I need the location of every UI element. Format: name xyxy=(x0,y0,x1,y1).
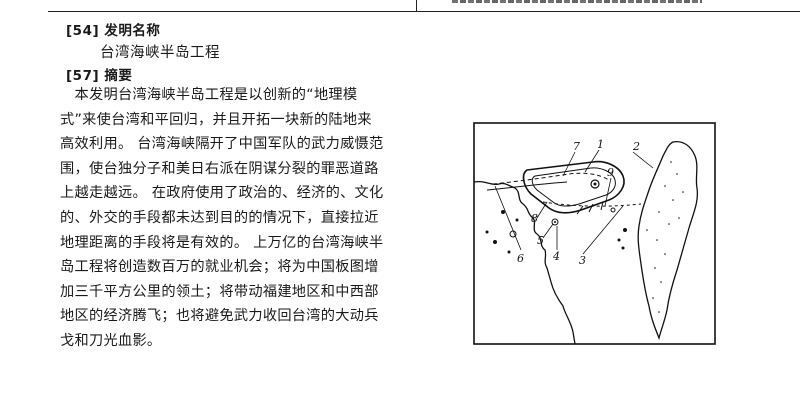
embankment-line xyxy=(492,172,610,185)
title-section-label: [54] 发明名称 xyxy=(66,19,160,39)
taiwan-island xyxy=(637,140,699,341)
abstract-line: 戈和刀光血影。 xyxy=(60,332,162,349)
taiwan-stipple xyxy=(646,161,684,313)
abstract-line: 地区的经济腾飞；也将避免武力收回台湾的大动兵 xyxy=(60,308,379,325)
node-mark xyxy=(551,218,559,226)
channel-line xyxy=(542,201,642,207)
island-mark xyxy=(617,238,621,242)
leader-line xyxy=(494,185,522,251)
island-mark xyxy=(501,210,505,214)
node-mark xyxy=(554,221,556,223)
strait-peninsula-figure: 7 1 2 9 8 4 5 6 3 xyxy=(473,122,716,345)
abstract-line: 上越走越远。 在政府使用了政治的、经济的、文化 xyxy=(60,185,384,202)
island-mark xyxy=(623,228,627,232)
abstract-line: 高效利用。 台湾海峡隔开了中国军队的武力威慑范 xyxy=(60,136,384,153)
abstract-line: 地理距离的手段将是有效的。 上万亿的台湾海峡半 xyxy=(60,234,384,251)
abstract-label-code: [57] xyxy=(66,68,100,84)
mainland-coastline xyxy=(473,180,576,345)
figure-label: 4 xyxy=(552,250,560,263)
leader-line xyxy=(582,205,624,255)
abstract-line: 本发明台湾海峡半岛工程是以创新的“地理模 xyxy=(60,87,358,103)
node-mark xyxy=(610,207,616,213)
leader-line xyxy=(584,149,600,173)
leader-line xyxy=(632,151,654,169)
figure-label: 3 xyxy=(579,254,586,267)
abstract-line: 围，使台独分子和美日右派在阴谋分裂的罪恶道路 xyxy=(60,160,379,177)
figure-label: 9 xyxy=(607,166,614,179)
abstract-line: 岛工程将创造数百万的就业机会；将为中国板图增 xyxy=(60,259,379,276)
island-mark xyxy=(493,240,497,244)
pier-lines xyxy=(576,201,604,215)
title-label-code: [54] xyxy=(66,23,100,39)
abstract-line: 加三千平方公里的领土；将带动福建地区和中西部 xyxy=(60,283,379,300)
figure-label: 2 xyxy=(632,140,640,153)
abstract-line: 的、外交的手段都未达到目的的情况下，直接拉近 xyxy=(60,209,379,226)
hub-mark xyxy=(590,179,600,189)
figure-label: 8 xyxy=(531,212,538,225)
figure-label: 1 xyxy=(597,138,604,151)
leader-line xyxy=(604,177,612,207)
column-divider xyxy=(416,0,417,12)
map-drawing: 7 1 2 9 8 4 5 6 3 xyxy=(473,122,716,345)
embankment-line xyxy=(486,181,568,191)
leader-line xyxy=(536,201,548,219)
abstract-line: 式”来使台湾和平回归，并且开拓一块新的陆地来 xyxy=(60,111,372,128)
figure-label: 5 xyxy=(537,234,544,247)
invention-title: 台湾海峡半岛工程 xyxy=(100,45,220,61)
peninsula-inner xyxy=(531,167,616,207)
cropped-header-text xyxy=(452,0,702,3)
figure-label: 6 xyxy=(517,252,524,265)
title-label-text: 发明名称 xyxy=(104,23,161,39)
island-mark xyxy=(515,218,519,222)
abstract-section-label: [57] 摘要 xyxy=(66,64,132,84)
abstract-label-text: 摘要 xyxy=(104,68,133,84)
peninsula-outline xyxy=(522,160,625,214)
leader-line xyxy=(562,151,576,177)
leader-line xyxy=(542,223,554,239)
island-mark xyxy=(621,246,625,250)
hub-mark xyxy=(593,182,597,186)
figure-label: 7 xyxy=(573,140,580,153)
header-rule xyxy=(48,11,800,12)
island-mark xyxy=(485,230,489,234)
abstract-body: 本发明台湾海峡半岛工程是以创新的“地理模 式”来使台湾和平回归，并且开拓一块新的… xyxy=(60,83,412,354)
island-mark xyxy=(507,250,511,254)
